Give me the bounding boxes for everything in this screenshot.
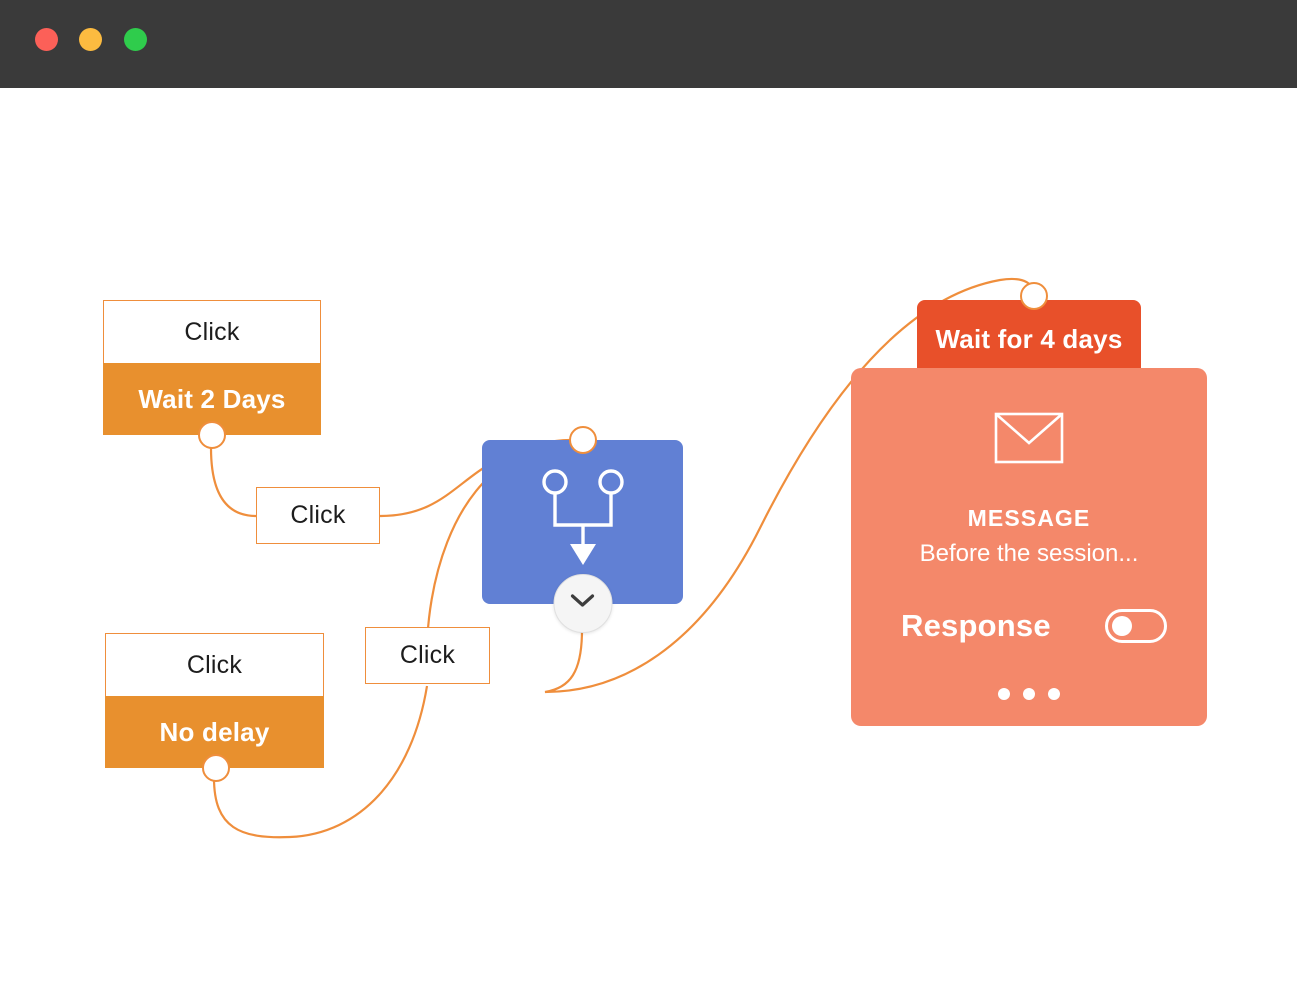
- node-wait-2-days-title: Wait 2 Days: [103, 363, 321, 435]
- edge-wait2days-to-click-top: [209, 447, 257, 518]
- flow-canvas[interactable]: Click Wait 2 Days Click Click No delay C…: [0, 88, 1297, 1003]
- merge-branches-icon: [534, 464, 632, 579]
- node-message-kicker: MESSAGE: [967, 505, 1091, 531]
- node-no-delay-output-port[interactable]: [202, 754, 230, 782]
- node-merge[interactable]: [482, 426, 683, 633]
- close-window-button[interactable]: [35, 28, 58, 51]
- response-row: Response: [901, 608, 1167, 644]
- pager-dot[interactable]: [1023, 688, 1035, 700]
- node-merge-input-port[interactable]: [569, 426, 597, 454]
- node-message-header[interactable]: Wait for 4 days: [917, 300, 1141, 378]
- chevron-down-icon: [570, 593, 596, 614]
- edge-label-click-bottom[interactable]: Click: [365, 627, 490, 684]
- node-merge-expand-button[interactable]: [553, 574, 612, 633]
- node-message-subtitle: Before the session...: [919, 540, 1139, 567]
- node-message-header-label: Wait for 4 days: [935, 323, 1123, 354]
- node-wait-2-days-trigger[interactable]: Click: [103, 300, 321, 363]
- node-wait-2-days-output-port[interactable]: [198, 421, 226, 449]
- window-titlebar: [0, 0, 1297, 88]
- node-message-input-port[interactable]: [1020, 282, 1048, 310]
- node-message-card[interactable]: MESSAGE Before the session... Response: [851, 368, 1207, 726]
- pager-dots[interactable]: [851, 688, 1207, 700]
- response-toggle-knob: [1112, 616, 1132, 636]
- node-wait-2-days[interactable]: Click Wait 2 Days: [103, 300, 321, 449]
- response-label: Response: [901, 608, 1051, 643]
- node-no-delay-trigger[interactable]: Click: [105, 633, 324, 696]
- minimize-window-button[interactable]: [79, 28, 102, 51]
- edge-label-click-top[interactable]: Click: [256, 487, 380, 544]
- maximize-window-button[interactable]: [124, 28, 147, 51]
- pager-dot[interactable]: [1048, 688, 1060, 700]
- envelope-icon: [994, 412, 1064, 469]
- response-toggle[interactable]: [1105, 609, 1167, 643]
- pager-dot[interactable]: [998, 688, 1010, 700]
- node-no-delay[interactable]: Click No delay: [105, 633, 324, 782]
